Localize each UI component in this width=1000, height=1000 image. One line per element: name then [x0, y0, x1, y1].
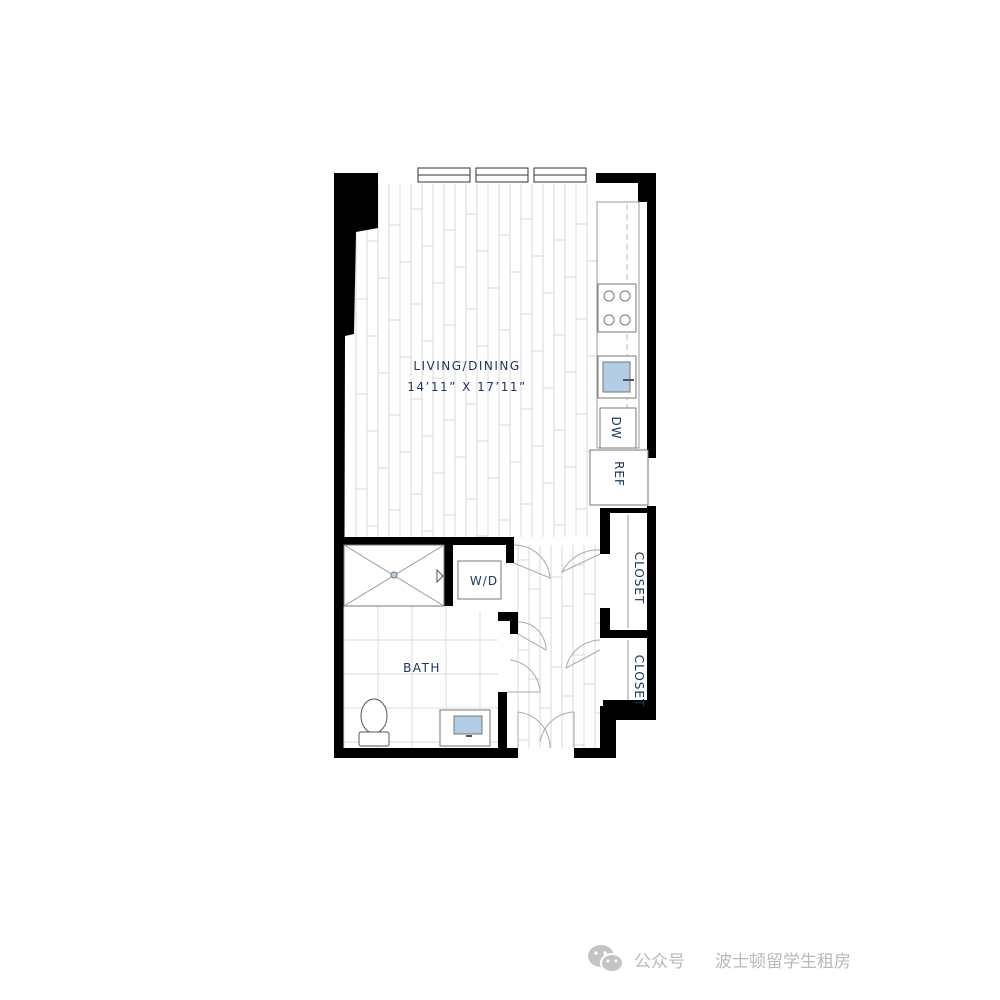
dishwasher: DW — [599, 407, 637, 449]
washer-dryer-label: W/D — [470, 574, 498, 588]
closet-upper — [610, 513, 647, 630]
refrigerator-label: REF — [612, 461, 626, 487]
room-labels: LIVING/DINING 14’11” X 17’11” BATH CLOSE… — [403, 359, 646, 707]
living-dining-label: LIVING/DINING — [413, 359, 520, 373]
toilet-icon — [358, 698, 390, 747]
kitchen-counter: DW — [596, 201, 640, 449]
wechat-icon — [588, 945, 624, 973]
refrigerator: REF — [589, 449, 649, 506]
windows — [417, 167, 587, 183]
door-swings — [507, 544, 601, 749]
window-icon — [475, 167, 529, 183]
shower-valve-icon — [436, 568, 444, 584]
dishwasher-label: DW — [609, 416, 623, 439]
watermark-source-name: 波士顿留学生租房 — [715, 951, 851, 972]
wood-floor — [355, 184, 606, 748]
watermark-account-label: 公众号 — [634, 951, 685, 972]
bathroom — [343, 544, 498, 748]
closet-lower-label: CLOSET — [632, 655, 646, 708]
watermark: 公众号 波士顿留学生租房 — [586, 942, 851, 976]
exterior-walls — [334, 173, 656, 758]
vanity-sink-icon — [439, 709, 491, 747]
closet-lower — [610, 638, 647, 700]
closet-upper-label: CLOSET — [632, 552, 646, 605]
living-dining-dimensions: 14’11” X 17’11” — [407, 380, 527, 394]
window-icon — [417, 167, 471, 183]
window-icon — [533, 167, 587, 183]
stove-icon — [597, 283, 637, 333]
shower-drain-icon — [390, 571, 398, 579]
sink-icon — [597, 355, 637, 399]
washer-dryer: W/D — [453, 545, 506, 612]
bath-label: BATH — [403, 661, 441, 675]
